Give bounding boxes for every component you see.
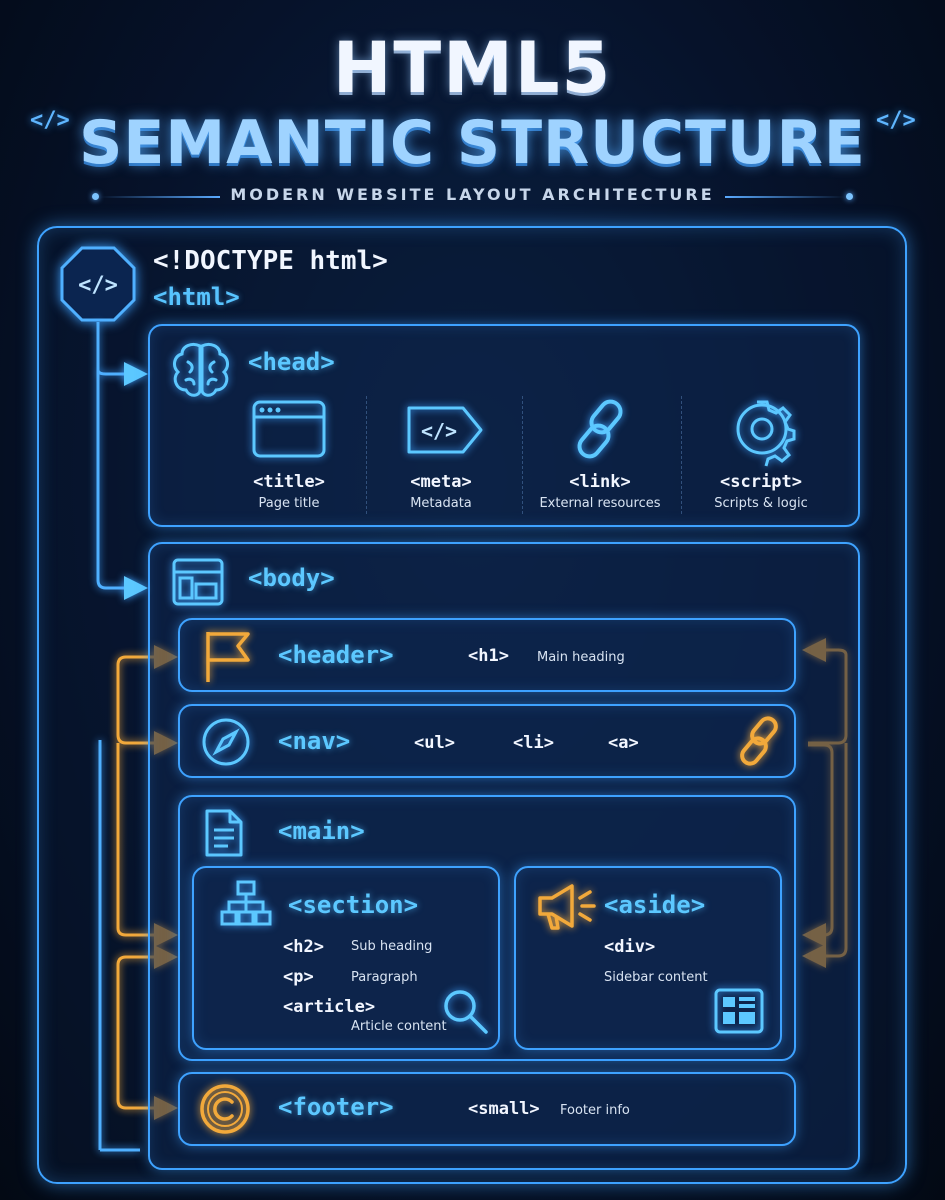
body-tag-title: <body> [248, 564, 335, 592]
header-panel [178, 618, 796, 692]
magnifier-icon [442, 988, 490, 1036]
flag-icon [202, 628, 254, 684]
head-panel [148, 324, 860, 527]
browser-window-icon [252, 400, 326, 458]
gear-icon [730, 398, 796, 467]
aside-div-desc: Sidebar content [604, 970, 708, 985]
head-tag-title: <head> [248, 348, 335, 376]
head-divider-2 [522, 396, 523, 514]
code-tag-icon: </> [405, 404, 485, 456]
nav-a-tag: <a> [608, 733, 639, 753]
title-semantic-structure: SEMANTIC STRUCTURE [79, 108, 866, 178]
nav-panel [178, 704, 796, 778]
head-link-desc: External resources [539, 496, 661, 511]
code-tag-icon-label: </> [421, 419, 457, 443]
head-title-tag: <title> [253, 472, 325, 492]
head-meta-tag: <meta> [410, 472, 472, 492]
tagline: MODERN WEBSITE LAYOUT ARCHITECTURE [230, 185, 715, 204]
header-tag-title: <header> [278, 641, 394, 669]
html-code-icon: </> [60, 246, 136, 322]
brain-icon [170, 340, 232, 400]
nav-li-tag: <li> [513, 733, 554, 753]
doctype-label: <!DOCTYPE html> [153, 246, 388, 276]
section-h2-desc: Sub heading [351, 939, 433, 954]
aside-panel [514, 866, 782, 1050]
head-script-desc: Scripts & logic [714, 496, 808, 511]
megaphone-icon [536, 882, 596, 932]
chain-link-icon [570, 398, 634, 460]
document-icon [204, 808, 244, 858]
head-meta-desc: Metadata [410, 496, 472, 511]
tagline-rule-right [725, 196, 845, 198]
tagline-dot-left [92, 193, 99, 200]
aside-div-tag: <div> [604, 937, 656, 957]
body-window-icon [172, 558, 224, 606]
main-tag-title: <main> [278, 817, 365, 845]
footer-small-desc: Footer info [560, 1103, 630, 1118]
section-h2-tag: <h2> [283, 937, 324, 957]
section-tag-title: <section> [288, 891, 419, 919]
footer-tag-title: <footer> [278, 1093, 394, 1121]
header-h1-tag: <h1> [468, 646, 509, 666]
section-article-tag: <article> [283, 997, 376, 1017]
head-link-tag: <link> [569, 472, 631, 492]
section-p-tag: <p> [283, 967, 314, 987]
section-article-desc: Article content [351, 1019, 447, 1034]
tagline-rule-left [100, 196, 220, 198]
html-code-icon-label: </> [78, 273, 118, 298]
head-title-desc: Page title [258, 496, 320, 511]
code-glyph-right: </> [876, 108, 916, 133]
compass-icon [200, 716, 252, 768]
html-tag-label: <html> [153, 283, 240, 311]
footer-panel [178, 1072, 796, 1146]
copyright-icon [198, 1082, 252, 1136]
nav-link-icon [736, 716, 786, 766]
head-divider-1 [366, 396, 367, 514]
aside-tag-title: <aside> [604, 891, 706, 919]
layout-grid-icon [714, 988, 764, 1034]
code-glyph-left: </> [30, 108, 70, 133]
head-script-tag: <script> [720, 472, 802, 492]
header-h1-desc: Main heading [537, 650, 625, 665]
section-p-desc: Paragraph [351, 970, 418, 985]
sitemap-icon [220, 880, 272, 928]
head-divider-3 [681, 396, 682, 514]
section-panel [192, 866, 500, 1050]
nav-tag-title: <nav> [278, 727, 351, 755]
footer-small-tag: <small> [468, 1099, 540, 1119]
nav-ul-tag: <ul> [414, 733, 455, 753]
tagline-dot-right [846, 193, 853, 200]
title-html5: HTML5 [332, 27, 613, 109]
